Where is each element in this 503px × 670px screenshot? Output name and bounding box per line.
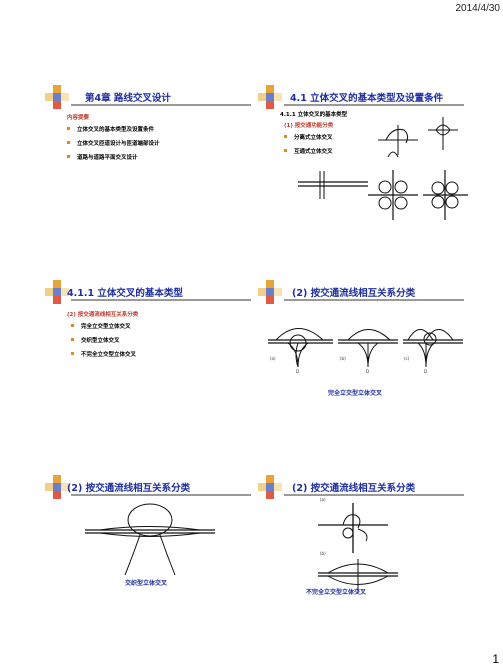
slide-title: 4.1.1 立体交叉的基本类型 — [67, 288, 183, 299]
slide-subtitle: (2) 按交通流线相互关系分类 — [67, 312, 139, 318]
slide-subtitle-2: (1) 按交通功能分类 — [284, 123, 334, 129]
slide-decoration — [258, 475, 288, 505]
slide-title: 第4章 路线交叉设计 — [85, 93, 171, 104]
figure-caption: 交织型立体交叉 — [125, 580, 168, 587]
label-c: (c) — [404, 356, 410, 361]
label-d: D — [296, 369, 299, 374]
label-b: (b) — [340, 356, 346, 361]
slide-2: 4.1 立体交叉的基本类型及设置条件 4.1.1 立体交叉的基本类型 (1) 按… — [258, 85, 468, 225]
list-item: 道路与道路平面交叉设计 — [67, 153, 160, 161]
title-rule — [71, 299, 251, 301]
slide-decoration — [45, 475, 75, 505]
list-item: 完全立交型立体交叉 — [71, 322, 136, 330]
title-rule — [284, 494, 464, 496]
title-rule — [284, 104, 464, 106]
label-a: (a) — [270, 356, 276, 361]
figure-caption: 完全立交型立体交叉 — [328, 390, 383, 397]
bullet-list: 立体交叉的基本类型及设置条件 立体交叉匝道设计与匝道端部设计 道路与道路平面交叉… — [67, 125, 160, 161]
print-date: 2014/4/30 — [455, 3, 501, 14]
list-item: 立体交叉匝道设计与匝道端部设计 — [67, 139, 160, 147]
slide-subtitle: 内容提要 — [67, 115, 90, 121]
partial-interchange-diagrams: (a) (b) — [318, 497, 398, 593]
slide-title: (2) 按交通流线相互关系分类 — [292, 288, 416, 299]
label-b: (b) — [320, 551, 326, 556]
title-rule — [71, 494, 251, 496]
slide-6: (2) 按交通流线相互关系分类 (a) (b) 不完全立交型立体交叉 — [258, 475, 468, 615]
weaving-interchange-diagram — [85, 503, 215, 576]
slide-decoration — [258, 280, 288, 310]
list-item: 立体交叉的基本类型及设置条件 — [67, 125, 160, 133]
list-item: 不完全立交型立体交叉 — [71, 350, 136, 358]
label-a: (a) — [320, 497, 326, 502]
figure-caption: 不完全立交型立体交叉 — [306, 589, 367, 596]
interchange-diagrams — [298, 117, 468, 220]
list-item: 互通式立体交叉 — [284, 147, 333, 155]
slide-3: 4.1.1 立体交叉的基本类型 (2) 按交通流线相互关系分类 完全立交型立体交… — [45, 280, 255, 420]
slide-subtitle: 4.1.1 立体交叉的基本类型 — [280, 112, 348, 118]
slide-1: 第4章 路线交叉设计 内容提要 立体交叉的基本类型及设置条件 立体交叉匝道设计与… — [45, 85, 255, 225]
list-item: 交织型立体交叉 — [71, 336, 136, 344]
slide-decoration — [45, 85, 75, 115]
slide-decoration — [45, 280, 75, 310]
title-rule — [284, 299, 464, 301]
page-number: 1 — [492, 652, 499, 666]
list-item: 分离式立体交叉 — [284, 133, 333, 141]
slide-title: (2) 按交通流线相互关系分类 — [67, 483, 191, 494]
title-rule — [71, 104, 251, 106]
slide-title: (2) 按交通流线相互关系分类 — [292, 483, 416, 494]
slide-title: 4.1 立体交叉的基本类型及设置条件 — [290, 93, 444, 104]
slide-4: (2) 按交通流线相互关系分类 — [258, 280, 468, 420]
bullet-list: 完全立交型立体交叉 交织型立体交叉 不完全立交型立体交叉 — [71, 322, 136, 358]
slide-decoration — [258, 85, 288, 115]
label-d: D — [424, 369, 427, 374]
bullet-list: 分离式立体交叉 互通式立体交叉 — [284, 133, 333, 155]
label-d: D — [366, 369, 369, 374]
full-interchange-diagrams: (a) (b) (c) D D D — [268, 328, 463, 374]
slide-5: (2) 按交通流线相互关系分类 交织型立体交叉 — [45, 475, 255, 615]
